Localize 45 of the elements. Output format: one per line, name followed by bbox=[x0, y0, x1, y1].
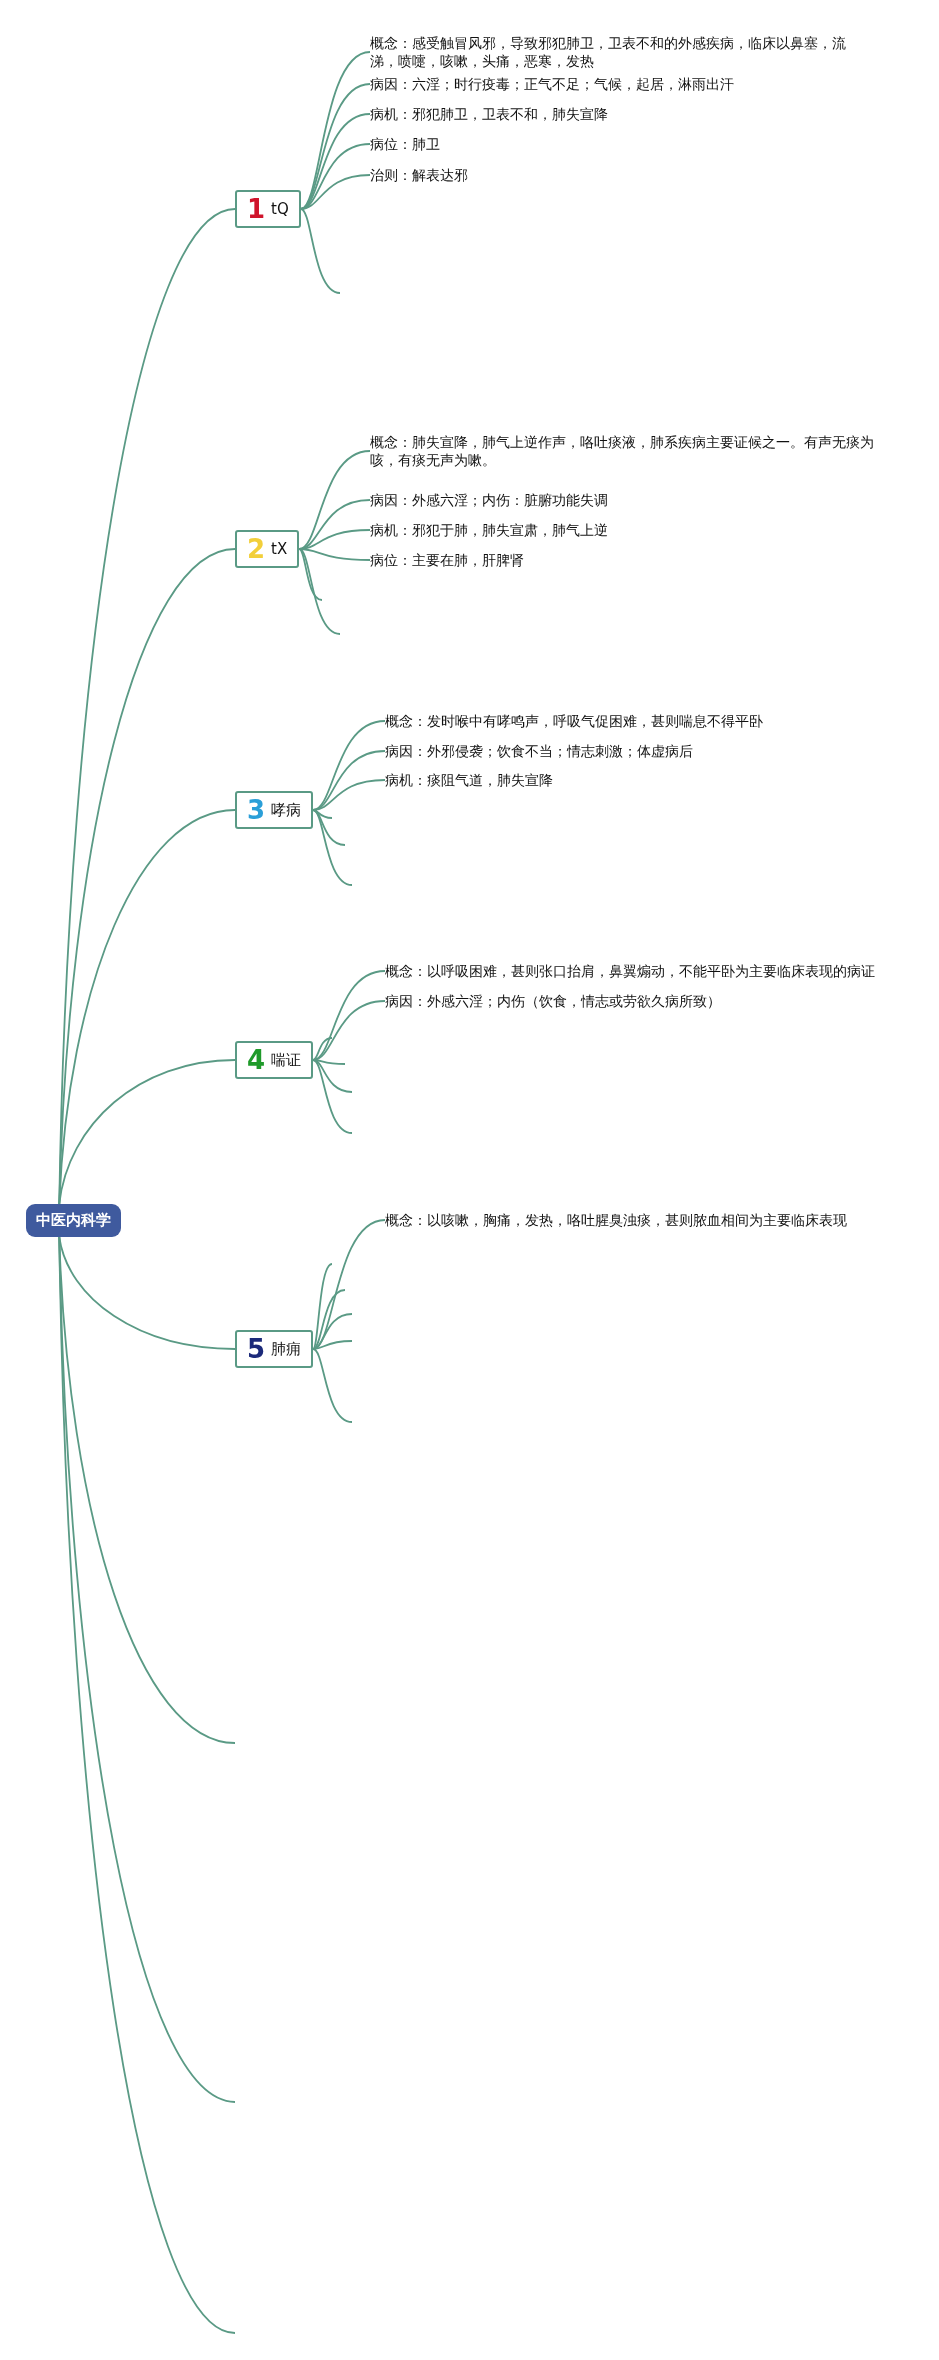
topic-box bbox=[235, 530, 300, 568]
note-text: 概念：肺失宣降，肺气上逆作声，咯吐痰液，肺系疾病主要证候之一。有声无痰为咳，有痰无声为嗽。 bbox=[370, 433, 890, 469]
note-text: 病因：外邪侵袭；饮食不当；情志刺激；体虚病后 bbox=[385, 742, 693, 760]
branch-line bbox=[298, 548, 323, 601]
branch-line bbox=[58, 809, 236, 1205]
note-text: 概念：以呼吸困难，甚则张口抬肩，鼻翼煽动，不能平卧为主要临床表现的病证 bbox=[385, 962, 875, 980]
topic-number: 1 bbox=[247, 195, 266, 223]
note-text: 病机：邪犯于肺，肺失宣肃，肺气上逆 bbox=[370, 521, 608, 539]
topic-label: 哮病 bbox=[271, 800, 302, 820]
note-text: 概念：发时喉中有哮鸣声，呼吸气促困难，甚则喘息不得平卧 bbox=[385, 712, 763, 730]
branch-line bbox=[312, 1037, 333, 1061]
note-text: 病因：外感六淫；内伤：脏腑功能失调 bbox=[370, 491, 608, 509]
topic-box bbox=[235, 791, 314, 829]
topic-number: 2 bbox=[247, 535, 266, 563]
branch-line bbox=[58, 1059, 236, 1205]
note-text: 概念：感受触冒风邪，导致邪犯肺卫，卫表不和的外感疾病，临床以鼻塞，流涕，喷嚏，咳嗽，头痛，恶寒，发热 bbox=[370, 34, 860, 70]
note-text: 病位：主要在肺，肝脾肾 bbox=[370, 551, 524, 569]
topic-box bbox=[235, 1330, 314, 1368]
topic-number: 5 bbox=[247, 1335, 266, 1363]
topic-label: 喘证 bbox=[271, 1050, 302, 1070]
note-text: 病机：痰阻气道，肺失宣降 bbox=[385, 771, 553, 789]
note-text: 病因：外感六淫；内伤（饮食，情志或劳欲久病所致） bbox=[385, 992, 721, 1010]
topic-box bbox=[235, 1041, 314, 1079]
branch-line bbox=[312, 809, 353, 886]
branch-line bbox=[58, 1236, 236, 1350]
note-text: 概念：以咳嗽，胸痛，发热，咯吐腥臭浊痰，甚则脓血相间为主要临床表现 bbox=[385, 1211, 847, 1229]
note-text: 病机：邪犯肺卫，卫表不和，肺失宣降 bbox=[370, 105, 608, 123]
topic-number: 3 bbox=[247, 796, 266, 824]
branch-line bbox=[312, 779, 386, 811]
branch-line bbox=[312, 1289, 346, 1350]
branch-line bbox=[299, 51, 371, 210]
topic-label: tX bbox=[271, 540, 288, 558]
note-text: 病因：六淫；时行疫毒；正气不足；气候，起居，淋雨出汗 bbox=[370, 75, 734, 93]
topic-label: 肺痈 bbox=[271, 1339, 302, 1359]
root-topic: 中医内科学 bbox=[26, 1204, 121, 1237]
branch-line bbox=[312, 1059, 353, 1134]
branch-line bbox=[299, 208, 341, 294]
topic-label: tQ bbox=[271, 200, 289, 218]
branch-line bbox=[58, 1236, 236, 2334]
note-text: 病位：肺卫 bbox=[370, 135, 440, 153]
branch-line bbox=[312, 1348, 353, 1423]
branch-line bbox=[312, 1263, 333, 1350]
topic-number: 4 bbox=[247, 1046, 266, 1074]
note-text: 治则：解表达邪 bbox=[370, 166, 468, 184]
topic-box bbox=[235, 190, 301, 228]
